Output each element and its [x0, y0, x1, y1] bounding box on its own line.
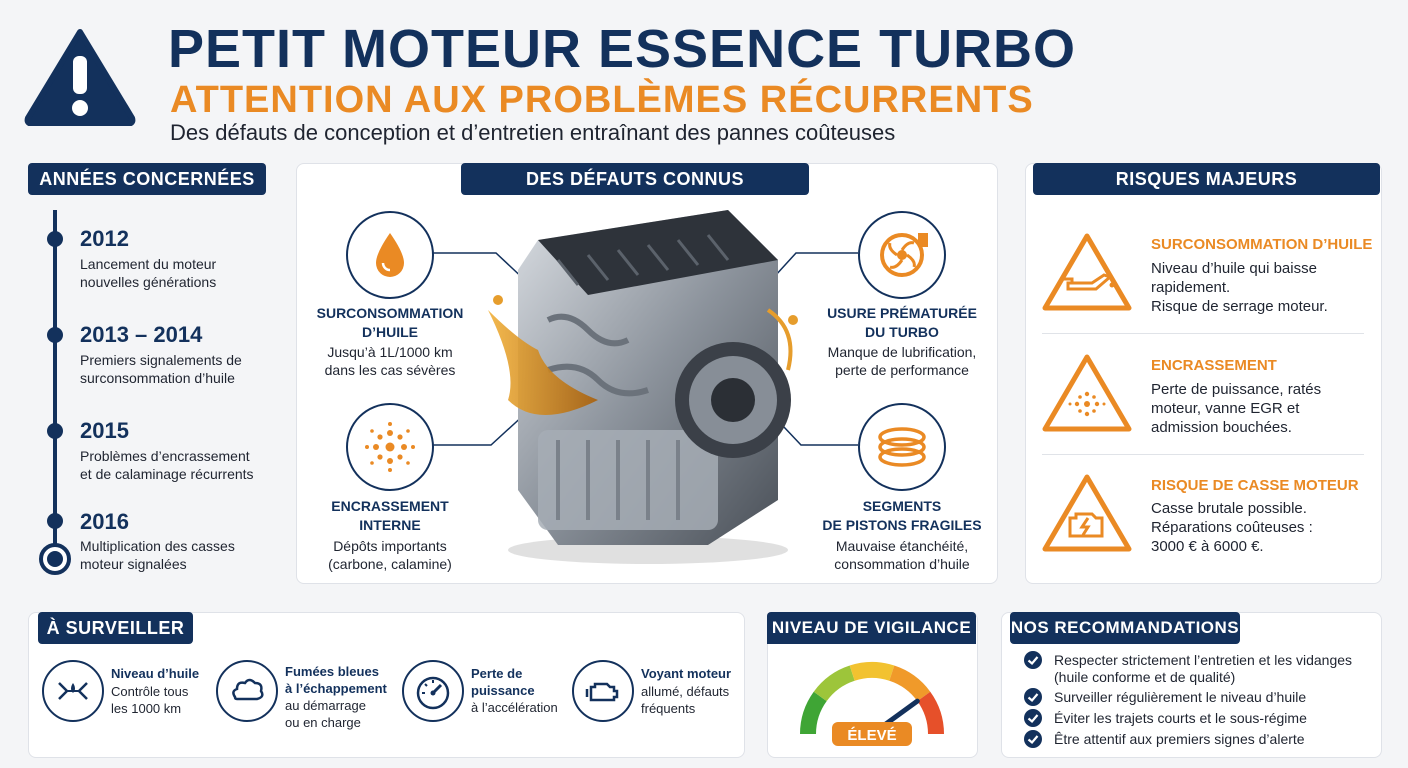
timeline-year: 2012: [80, 226, 129, 251]
risk-title: ENCRASSEMENT: [1151, 357, 1277, 374]
defect-text: Dépôts importants(carbone, calamine): [328, 538, 452, 572]
gauge-segment: [917, 691, 944, 735]
turbo-icon-circle: [858, 211, 946, 299]
oil-drop-icon: [376, 233, 404, 277]
particles-icon-circle: [346, 403, 434, 491]
check-icon: [1024, 651, 1042, 669]
smoke-icon-circle: [216, 660, 278, 722]
piston-rings-icon: [878, 427, 926, 467]
timeline-year: 2016: [80, 509, 129, 534]
oil-can-warning-icon: [1042, 233, 1132, 311]
check-icon: [1024, 709, 1042, 727]
risk-title: SURCONSOMMATION D’HUILE: [1151, 236, 1373, 253]
turbo-icon: [880, 233, 928, 277]
recommendation-item: Éviter les trajets courts et le sous-rég…: [1054, 710, 1307, 726]
oil-drop-icon-circle: [346, 211, 434, 299]
risk-separator: [1042, 333, 1364, 334]
gauge-icon-circle: [402, 660, 464, 722]
gauge-segment: [800, 691, 827, 735]
gauge-icon: [416, 676, 450, 710]
gauge-segment: [889, 665, 931, 702]
gauge-segment: [849, 662, 895, 681]
engine-warning-icon: [585, 682, 619, 702]
gauge-arcs: [800, 662, 944, 735]
engine-warning-icon-circle: [572, 660, 634, 722]
recommendation-item: Être attentif aux premiers signes d’aler…: [1054, 731, 1305, 747]
vigilance-tab: NIVEAU DE VIGILANCE: [767, 612, 976, 644]
timeline-year: 2013 – 2014: [80, 322, 203, 347]
piston-rings-icon-circle: [858, 403, 946, 491]
timeline-dot: [47, 231, 63, 247]
risk-text: Casse brutale possible.Réparations coûte…: [1151, 500, 1313, 555]
smoke-icon: [232, 678, 264, 701]
particles-warning-icon: [1042, 354, 1132, 432]
watch-title: Niveau d’huile: [111, 666, 200, 681]
gauge-segment: [813, 665, 855, 702]
vigilance-gauge: ÉLEVÉ: [800, 662, 944, 746]
timeline-end-marker: [39, 543, 71, 575]
timeline-year: 2015: [80, 418, 129, 443]
timeline-tab: ANNÉES CONCERNÉES: [28, 163, 266, 195]
recommendation-item: Respecter strictement l’entretien et les…: [1054, 652, 1353, 685]
defects-tab: DES DÉFAUTS CONNUS: [461, 163, 809, 195]
warning-triangle-icon: [24, 29, 136, 126]
engine-illustration: [488, 210, 798, 564]
defect-text: Mauvaise étanchéité,consommation d’huile: [834, 538, 970, 572]
page-subtitle: ATTENTION AUX PROBLÈMES RÉCURRENTS: [170, 79, 1034, 121]
watch-title: Voyant moteur: [641, 666, 732, 681]
check-icon: [1024, 730, 1042, 748]
particles-icon: [365, 422, 415, 472]
page-title: PETIT MOTEUR ESSENCE TURBO: [168, 19, 1077, 79]
defect-text: Manque de lubrification,perte de perform…: [827, 344, 977, 378]
oil-level-icon: [58, 682, 88, 700]
timeline-dot: [47, 513, 63, 529]
recommendations-tab: NOS RECOMMANDATIONS: [1010, 612, 1240, 644]
risk-title: RISQUE DE CASSE MOTEUR: [1151, 477, 1359, 494]
check-icon: [1024, 688, 1042, 706]
watch-tab: À SURVEILLER: [38, 612, 193, 644]
recommendation-item: Surveiller régulièrement le niveau d’hui…: [1054, 689, 1307, 705]
risk-separator: [1042, 454, 1364, 455]
oil-level-icon-circle: [42, 660, 104, 722]
risks-tab: RISQUES MAJEURS: [1033, 163, 1380, 195]
watch-text: à l’accélération: [471, 700, 558, 715]
timeline-line: [53, 210, 57, 550]
engine-break-warning-icon: [1042, 474, 1132, 552]
timeline-dot: [47, 423, 63, 439]
vigilance-level-label: ÉLEVÉ: [847, 727, 896, 744]
page-tagline: Des défauts de conception et d’entretien…: [170, 120, 896, 145]
timeline-dot: [47, 327, 63, 343]
